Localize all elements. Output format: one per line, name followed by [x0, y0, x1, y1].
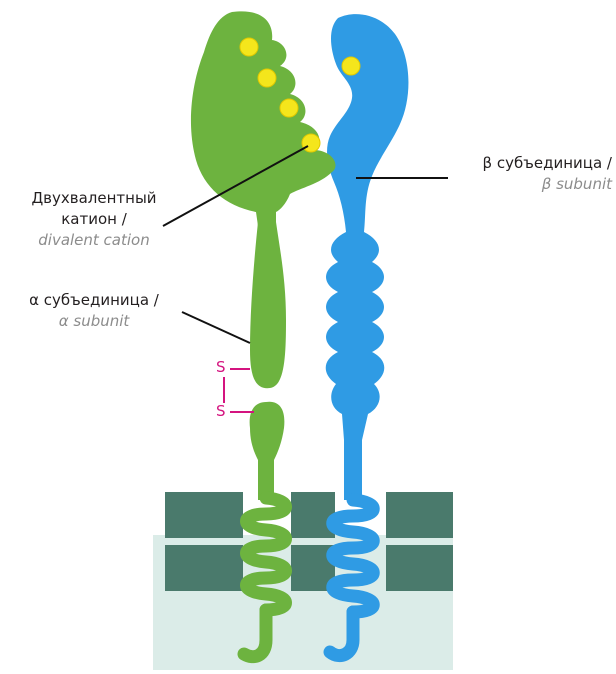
beta-subunit-label: β субъединица / β subunit	[452, 153, 612, 195]
cation-3	[280, 99, 298, 117]
disulfide-bond	[224, 369, 254, 412]
cation-1	[240, 38, 258, 56]
beta-subunit-label-en: β subunit	[452, 174, 612, 195]
alpha-subunit-label-en: α subunit	[14, 311, 174, 332]
alpha-subunit-label-ru: α субъединица /	[14, 290, 174, 311]
alpha-subunit-label: α субъединица / α subunit	[14, 290, 174, 332]
divalent-cation-label-ru-1: Двухвалентный	[14, 188, 174, 209]
disulfide-s-bottom: S	[216, 402, 226, 420]
divalent-cation-label: Двухвалентный катион / divalent cation	[14, 188, 174, 251]
divalent-cation-label-en: divalent cation	[14, 230, 174, 251]
cation-2	[258, 69, 276, 87]
beta-subunit-label-ru: β субъединица /	[452, 153, 612, 174]
alpha-pointer	[182, 312, 250, 343]
cation-5	[342, 57, 360, 75]
beta-subunit	[326, 14, 409, 500]
disulfide-s-top: S	[216, 358, 226, 376]
divalent-cation-label-ru-2: катион /	[14, 209, 174, 230]
cation-4	[302, 134, 320, 152]
